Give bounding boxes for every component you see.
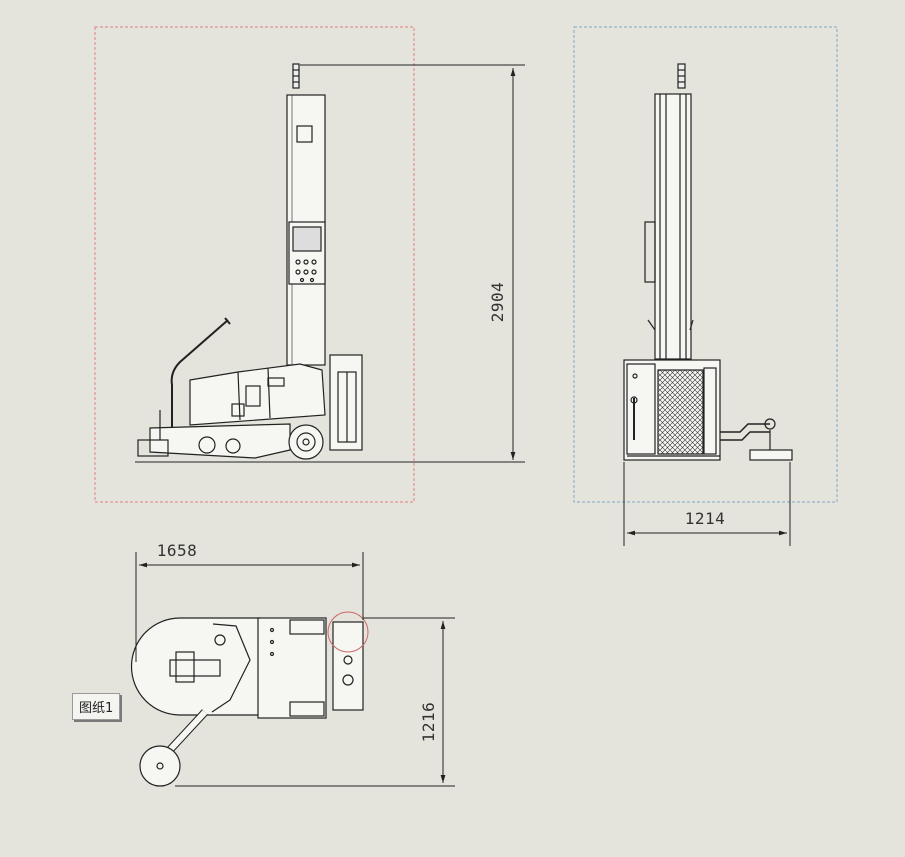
sheet-tab[interactable]: 图纸1 xyxy=(72,693,121,720)
height-dimension xyxy=(300,64,525,460)
length-dimension xyxy=(135,552,364,662)
width-dimension xyxy=(623,462,791,546)
width-dimension-label: 1214 xyxy=(685,509,726,528)
height-dimension-label: 2904 xyxy=(488,282,507,323)
depth-dimension-label: 1216 xyxy=(419,702,438,743)
side-view-frame xyxy=(573,26,838,503)
top-view[interactable] xyxy=(130,611,369,787)
depth-dimension xyxy=(175,617,455,787)
side-view[interactable] xyxy=(573,26,838,503)
front-view[interactable] xyxy=(94,26,525,503)
length-dimension-label: 1658 xyxy=(157,541,198,560)
front-view-frame xyxy=(94,26,415,503)
